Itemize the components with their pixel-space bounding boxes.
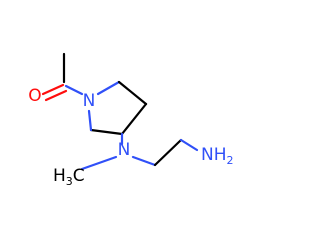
oxygen-atom-label: O [28, 86, 41, 106]
chemical-structure-canvas: O N N NH2 H3C [28, 52, 234, 188]
ring-c5-to-nitrogen-bond [87, 109, 93, 132]
carbonyl-to-ring-nitrogen-bond [64, 84, 84, 96]
ring-nitrogen-atom-label: N [83, 91, 96, 111]
ethyl-to-primary-amine-bond [179, 138, 199, 152]
tertiary-amine-nitrogen-label: N [118, 140, 131, 160]
carbonyl-double-bond-inner [44, 89, 68, 102]
amine-nitrogen-to-methyl-bond [80, 155, 118, 171]
ethyl-carbon-bond [153, 138, 183, 167]
primary-amine-label: NH2 [201, 145, 234, 167]
ring-c4-to-c5-bond [89, 128, 124, 136]
ring-c3-to-c4-bond [120, 102, 148, 136]
methyl-group-label: H3C [53, 166, 85, 188]
molecule-structure-diagram: O N N NH2 H3C [28, 52, 234, 188]
ring-c2-to-c3-bond [117, 80, 148, 106]
ring-nitrogen-to-c2-bond [96, 80, 121, 96]
amine-nitrogen-to-ethyl-bond [131, 155, 157, 167]
carbonyl-double-bond-outer [41, 83, 65, 96]
